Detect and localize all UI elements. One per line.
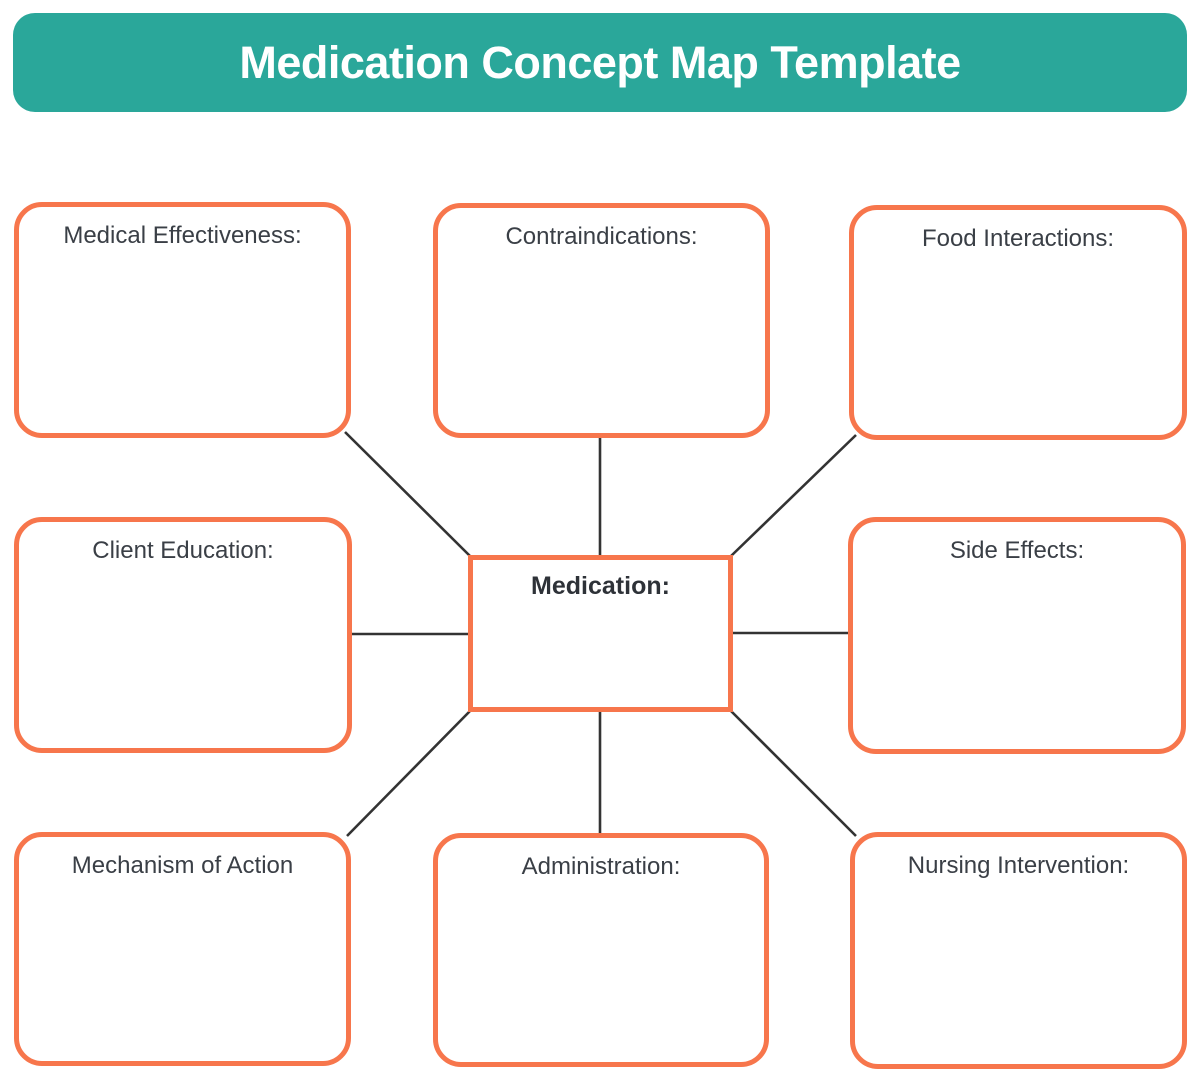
box-label-side-effects: Side Effects: bbox=[949, 537, 1085, 564]
box-contraindications[interactable]: Contraindications: bbox=[433, 203, 770, 438]
header-banner: Medication Concept Map Template bbox=[13, 13, 1187, 112]
box-label-medical-effectiveness: Medical Effectiveness: bbox=[63, 222, 302, 249]
box-label-nursing-intervention: Nursing Intervention: bbox=[907, 852, 1130, 879]
connector-top-right bbox=[729, 434, 857, 558]
box-mechanism-of-action[interactable]: Mechanism of Action bbox=[14, 832, 351, 1066]
connector-bottom-left bbox=[346, 709, 472, 837]
box-label-administration: Administration: bbox=[521, 853, 681, 880]
box-side-effects[interactable]: Side Effects: bbox=[848, 517, 1186, 754]
box-label-mechanism-of-action: Mechanism of Action bbox=[71, 852, 294, 879]
box-label-food-interactions: Food Interactions: bbox=[921, 225, 1115, 252]
box-food-interactions[interactable]: Food Interactions: bbox=[849, 205, 1187, 440]
page-title: Medication Concept Map Template bbox=[239, 36, 961, 88]
box-administration[interactable]: Administration: bbox=[433, 833, 769, 1067]
box-medical-effectiveness[interactable]: Medical Effectiveness: bbox=[14, 202, 351, 438]
box-label-client-education: Client Education: bbox=[92, 537, 274, 564]
box-label-contraindications: Contraindications: bbox=[505, 223, 698, 250]
box-nursing-intervention[interactable]: Nursing Intervention: bbox=[850, 832, 1187, 1069]
connector-bottom-right bbox=[729, 709, 857, 837]
box-label-medication: Medication: bbox=[531, 572, 670, 600]
box-medication-center[interactable]: Medication: bbox=[468, 555, 733, 712]
box-client-education[interactable]: Client Education: bbox=[14, 517, 352, 753]
connector-top-left bbox=[344, 431, 472, 558]
